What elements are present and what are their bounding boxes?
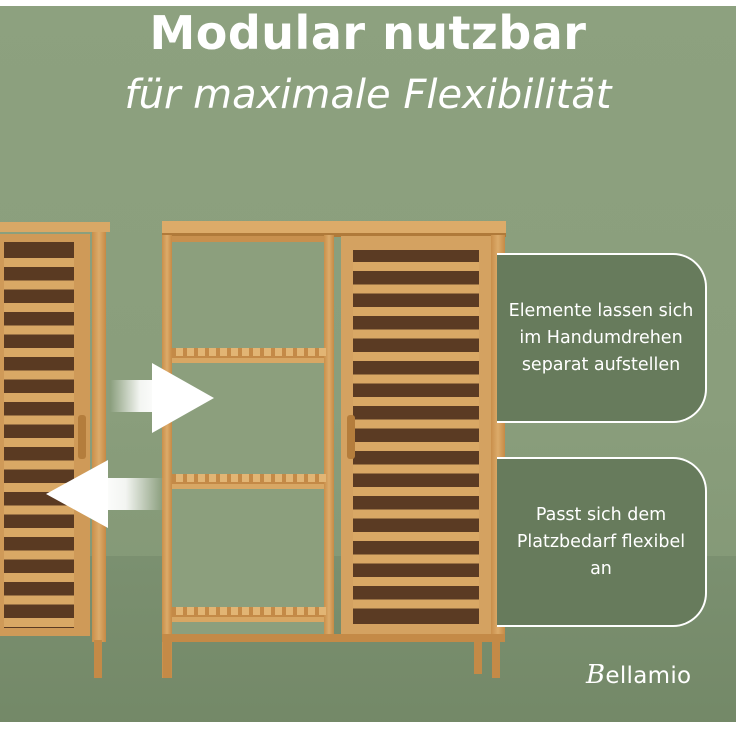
door-slat <box>353 599 479 609</box>
door-slat <box>4 618 74 627</box>
shelf-slat <box>231 607 238 615</box>
door-slat <box>353 374 479 384</box>
shelf-slat <box>187 474 194 482</box>
door-slat <box>353 554 479 564</box>
shelf-slat <box>220 474 227 482</box>
shelf-slat <box>319 348 326 356</box>
feature-text-flexible: Passt sich dem Platzbedarf flexibel an <box>516 504 686 579</box>
shelf-slat <box>209 348 216 356</box>
feature-box-flexible: Passt sich dem Platzbedarf flexibel an <box>497 457 707 627</box>
door-slat <box>4 595 74 605</box>
shelf-slat <box>242 607 249 615</box>
door-slat <box>4 415 74 425</box>
door-slat <box>353 397 479 406</box>
top-border <box>0 0 736 6</box>
shelf-slat <box>242 474 249 482</box>
door-slat <box>4 258 74 267</box>
shelf-slat <box>286 474 293 482</box>
door-slat <box>353 487 479 496</box>
door-slat <box>4 460 74 470</box>
door-slat <box>353 262 479 271</box>
door-slat <box>353 352 479 361</box>
shelf-slat <box>264 474 271 482</box>
shelf-slat <box>297 607 304 615</box>
feature-text-separate: Elemente lassen sich im Handumdrehen sep… <box>508 300 694 375</box>
headline-subtitle: für maximale Flexibilität <box>124 72 612 118</box>
shelf-slat <box>308 607 315 615</box>
shelf-slat <box>231 474 238 482</box>
door-slat <box>4 393 74 402</box>
shelf-slat <box>275 607 282 615</box>
shelf-slat <box>198 348 205 356</box>
shelf-slat <box>297 474 304 482</box>
shelf-slat <box>308 474 315 482</box>
shelf-slat <box>187 348 194 356</box>
door-slat <box>353 464 479 474</box>
door-slat <box>4 573 74 582</box>
shelf-slat <box>220 348 227 356</box>
shelf-slat <box>253 607 260 615</box>
shelf-slat <box>253 348 260 356</box>
shelf-edge <box>172 617 324 622</box>
door-slat <box>4 505 74 515</box>
shelf-slat <box>264 348 271 356</box>
brand-rest: ellamio <box>605 663 692 689</box>
shelf-slat <box>198 607 205 615</box>
left-cabinet <box>0 222 110 678</box>
door-slat <box>4 550 74 560</box>
door-slat <box>353 329 479 339</box>
shelf-slat <box>209 474 216 482</box>
bottom-border <box>0 722 736 736</box>
shelf-slat <box>297 348 304 356</box>
shelf-slat <box>308 348 315 356</box>
shelf-slat <box>176 474 183 482</box>
shelf-slat <box>275 474 282 482</box>
door-slat <box>4 280 74 290</box>
shelf-slat <box>286 348 293 356</box>
shelf-slat <box>242 348 249 356</box>
door-slat <box>4 325 74 335</box>
shelf-slat <box>264 607 271 615</box>
shelf-slat <box>286 607 293 615</box>
shelf-slat <box>253 474 260 482</box>
door-slat <box>353 419 479 429</box>
door-slat <box>4 483 74 492</box>
shelf-slat <box>198 474 205 482</box>
door-slat <box>4 528 74 537</box>
right-door-slats <box>353 262 479 609</box>
door-slat <box>4 370 74 380</box>
shelf-slat <box>220 607 227 615</box>
door-slat <box>353 307 479 316</box>
open-shelves <box>172 348 326 622</box>
shelf-edge <box>172 358 324 363</box>
door-slat <box>353 284 479 294</box>
shelf-slat <box>275 348 282 356</box>
door-slat <box>353 532 479 541</box>
door-slat <box>353 442 479 451</box>
brand-initial: B <box>586 660 606 690</box>
shelf-slat <box>176 348 183 356</box>
shelf-slat <box>319 607 326 615</box>
shelf-slat <box>187 607 194 615</box>
shelf-edge <box>172 484 324 489</box>
shelf-slat <box>319 474 326 482</box>
shelf-slat <box>176 607 183 615</box>
door-slat <box>4 438 74 447</box>
brand-logo: Bellamio <box>586 660 691 690</box>
door-slat <box>353 577 479 586</box>
door-slat <box>4 348 74 357</box>
headline-title: Modular nutzbar <box>149 6 587 60</box>
left-door-slats <box>4 258 74 627</box>
right-cabinet <box>162 221 506 678</box>
feature-box-separate: Elemente lassen sich im Handumdrehen sep… <box>497 253 707 423</box>
door-slat <box>353 509 479 519</box>
shelf-slat <box>231 348 238 356</box>
arrow-left-icon <box>46 460 164 528</box>
arrow-right-icon <box>110 363 214 433</box>
shelf-slat <box>209 607 216 615</box>
door-slat <box>4 303 74 312</box>
